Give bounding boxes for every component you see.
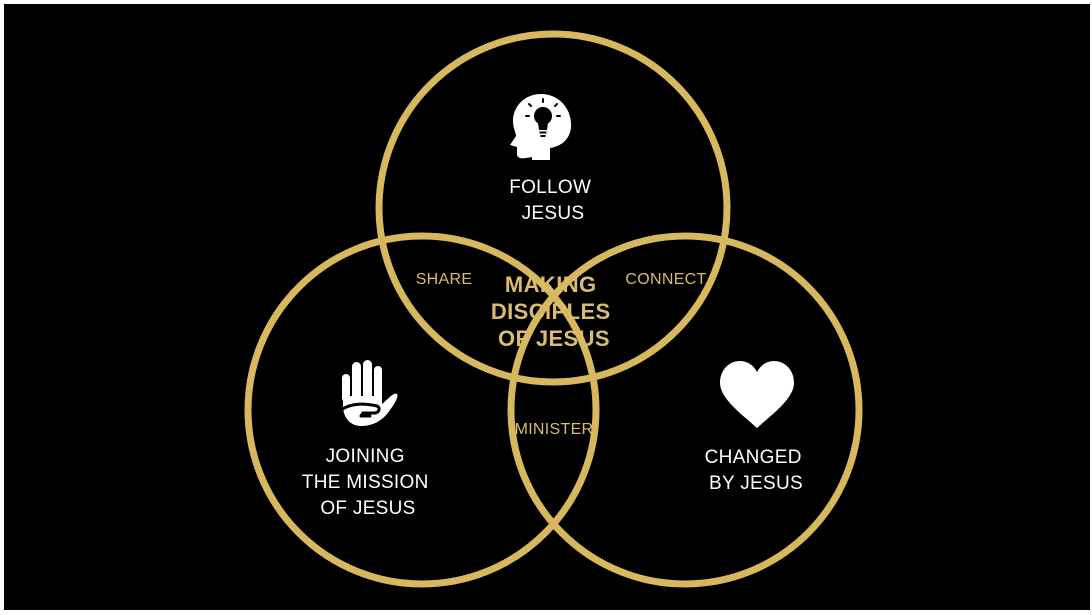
overlap-connect-label: CONNECT [625, 271, 706, 288]
helping-hand-icon [339, 360, 398, 426]
follow-jesus-line: FOLLOW [509, 177, 591, 198]
changed-by-jesus-line: CHANGED [705, 447, 802, 468]
overlap-minister-label: MINISTER [515, 421, 594, 438]
joining-mission-line: OF JESUS [320, 498, 415, 519]
circle-changed-by-jesus [507, 232, 863, 588]
changed-by-jesus-label: CHANGED BY JESUS [705, 447, 808, 494]
center-label-line: MAKING [505, 272, 597, 297]
center-label: MAKING DISCIPLES OF JESUS [491, 272, 617, 351]
joining-mission-label: JOINING THE MISSION OF JESUS [302, 446, 434, 519]
joining-mission-line: THE MISSION [302, 472, 429, 493]
follow-jesus-line: JESUS [522, 203, 585, 224]
head-lightbulb-icon [510, 94, 572, 160]
joining-mission-line: JOINING [326, 446, 405, 467]
heart-icon [720, 361, 794, 428]
overlap-share-label: SHARE [416, 271, 473, 288]
circle-joining-mission [244, 232, 600, 588]
circle-follow-jesus [375, 30, 731, 386]
center-label-line: DISCIPLES [491, 299, 611, 324]
changed-by-jesus-line: BY JESUS [709, 473, 803, 494]
follow-jesus-label: FOLLOW JESUS [509, 177, 597, 224]
center-label-line: OF JESUS [498, 326, 610, 351]
